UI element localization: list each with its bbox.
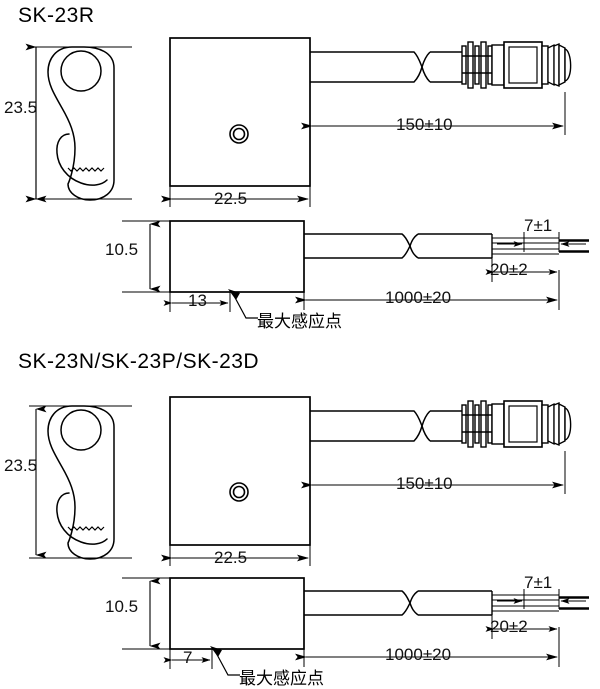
m8-connector-top bbox=[461, 41, 572, 89]
dimension-body-height-bottom: 10.5 bbox=[105, 597, 139, 616]
dimension-strip-inner-top: 7±1 bbox=[524, 216, 553, 235]
dimension-strip-outer-bottom: 20±2 bbox=[490, 617, 528, 636]
section-sk-23r-graphics bbox=[25, 37, 591, 319]
annotation-max-sensing-point-bottom: 最大感应点 bbox=[239, 669, 324, 689]
sensor-body-side-top bbox=[169, 220, 305, 293]
dimension-connector-length-top: 150±10 bbox=[396, 115, 453, 134]
section-sk-23npd-graphics bbox=[29, 396, 591, 676]
m8-connector-bottom bbox=[461, 400, 572, 448]
dimension-cable-length-top: 1000±20 bbox=[385, 288, 452, 307]
cable-top bbox=[309, 51, 463, 83]
hook-outline-bottom bbox=[47, 405, 115, 560]
dimension-hook-height-top: 23.5 bbox=[4, 98, 38, 117]
dimension-sensing-offset-top: 13 bbox=[188, 291, 207, 310]
cable-side-bottom bbox=[302, 589, 591, 617]
cable-side-top bbox=[302, 232, 591, 260]
dimension-strip-outer-top: 20±2 bbox=[490, 260, 528, 279]
section-title-sk-23r: SK-23R bbox=[18, 4, 95, 27]
section-title-sk-23npd: SK-23N/SK-23P/SK-23D bbox=[18, 350, 260, 373]
sensor-body-front-bottom bbox=[169, 396, 311, 546]
dimension-strip-inner-bottom: 7±1 bbox=[524, 573, 553, 592]
annotation-max-sensing-point-top: 最大感应点 bbox=[257, 312, 342, 332]
dimension-body-height-top: 10.5 bbox=[105, 240, 139, 259]
hook-outline-top bbox=[47, 46, 115, 201]
dimension-cable-length-bottom: 1000±20 bbox=[385, 645, 452, 664]
dimension-connector-length-bottom: 150±10 bbox=[396, 474, 453, 493]
cable-bottom bbox=[309, 410, 463, 442]
dimension-body-width-bottom: 22.5 bbox=[214, 548, 248, 567]
dimension-body-width-top: 22.5 bbox=[214, 189, 248, 208]
dimension-hook-height-bottom: 23.5 bbox=[4, 456, 38, 475]
dimension-sensing-offset-bottom: 7 bbox=[183, 648, 193, 667]
sensor-body-side-bottom bbox=[169, 577, 305, 650]
sensor-body-front-top bbox=[169, 37, 311, 187]
